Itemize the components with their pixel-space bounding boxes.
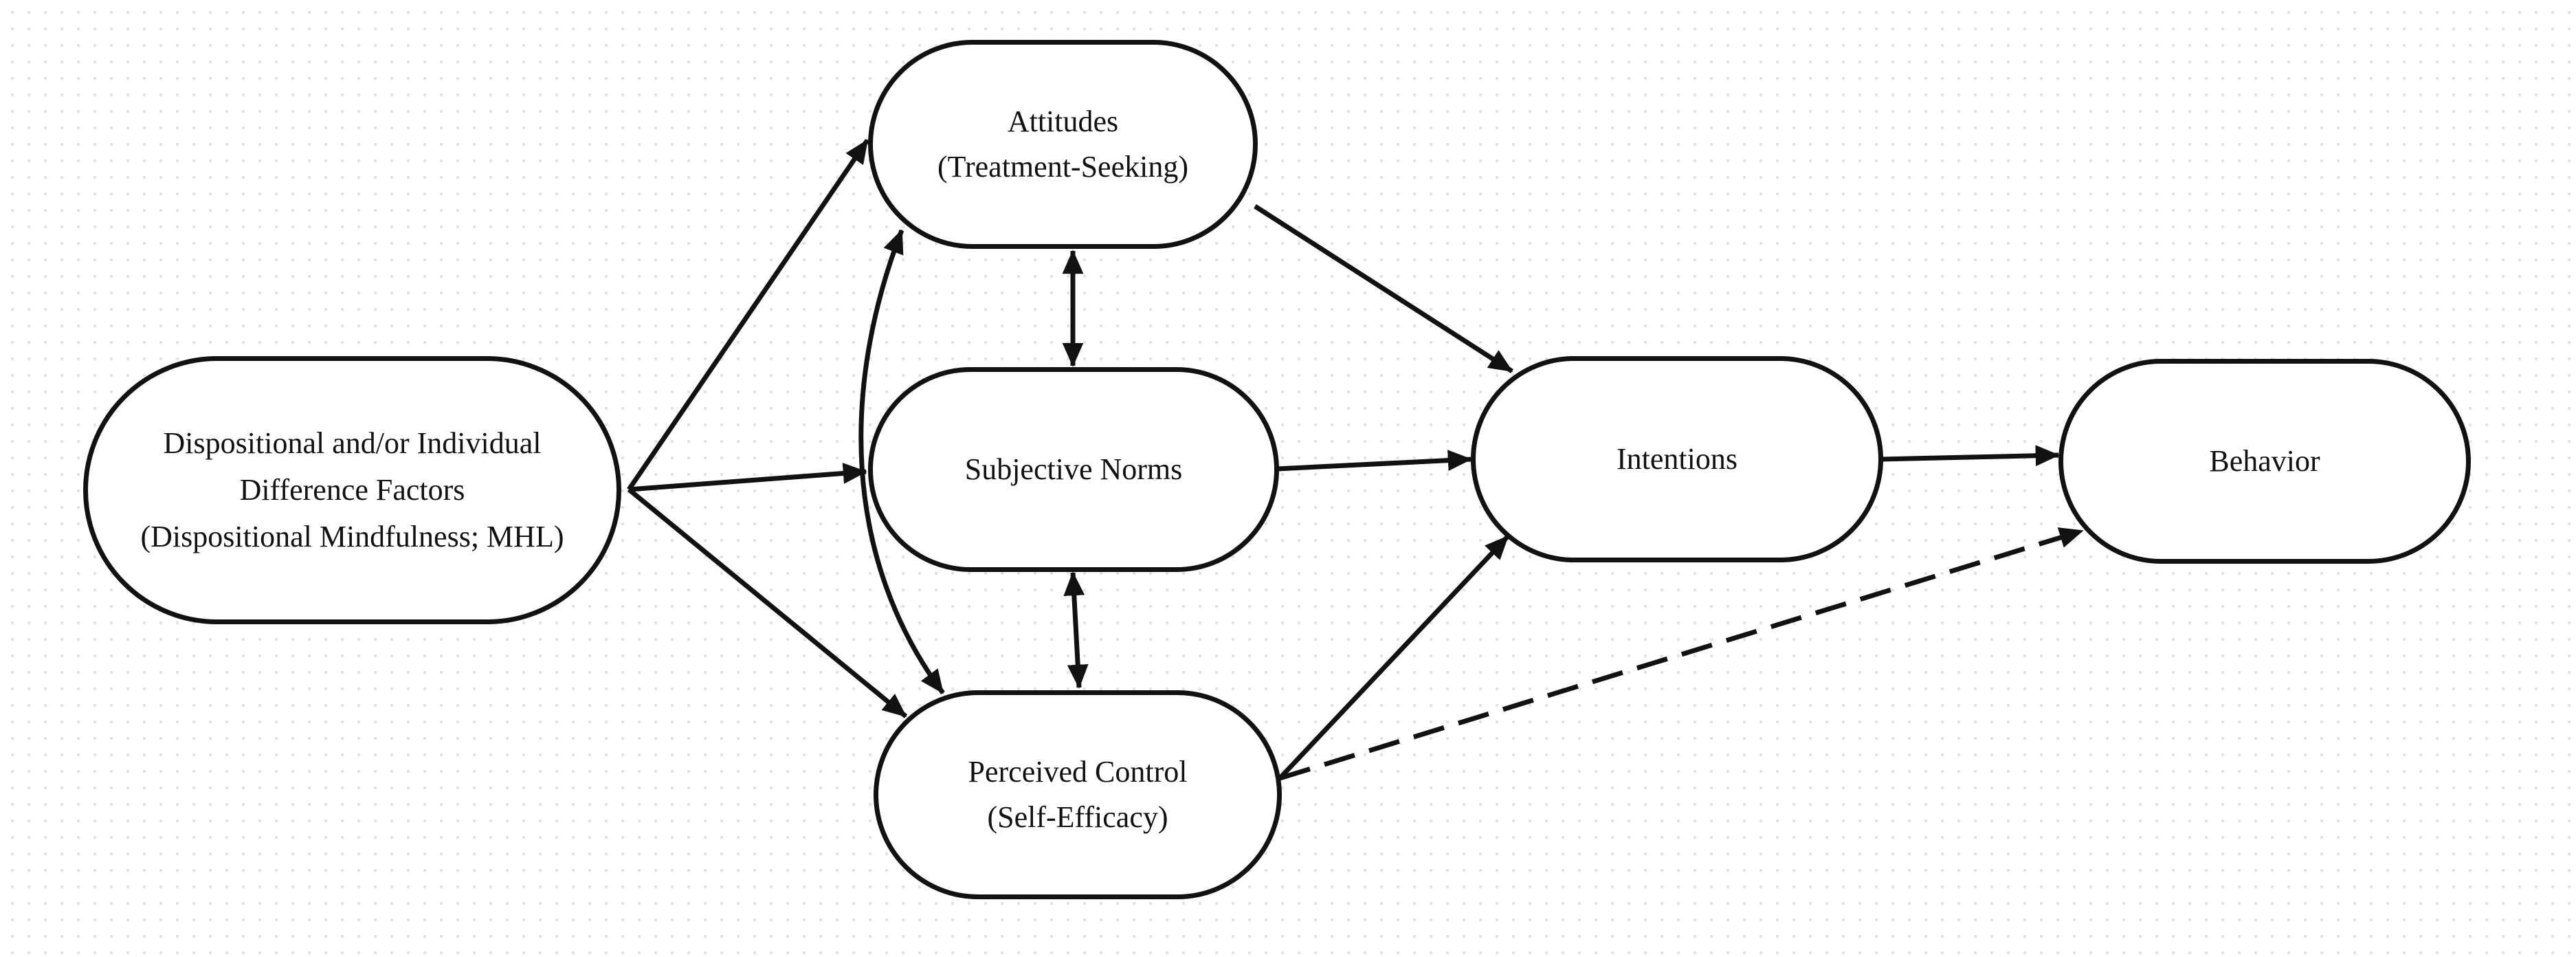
edge-factors-to-attitudes: [627, 139, 869, 491]
node-intentions-line-1: Intentions: [1617, 442, 1737, 476]
edge-intentions-to-behavior: [1880, 445, 2060, 467]
node-dispositional-factors-line-3: (Dispositional Mindfulness; MHL): [140, 520, 564, 553]
node-intentions: Intentions: [1471, 356, 1883, 562]
edge-control-to-behavior-dashed: [1278, 527, 2084, 781]
edge-norms-to-intentions: [1276, 450, 1472, 472]
edge-factors-to-norms: [628, 463, 867, 492]
node-attitudes-line-1: Attitudes: [1007, 104, 1119, 138]
node-subjective-norms-line-1: Subjective Norms: [964, 452, 1183, 486]
edge-attitudes-to-intentions: [1254, 204, 1513, 373]
node-dispositional-factors: Dispositional and/or Individual Differen…: [83, 356, 621, 624]
node-perceived-control-line-1: Perceived Control: [968, 755, 1188, 789]
node-subjective-norms: Subjective Norms: [868, 367, 1279, 572]
edge-factors-to-control: [627, 487, 908, 718]
node-attitudes: Attitudes (Treatment-Seeking): [868, 40, 1258, 249]
node-behavior-line-1: Behavior: [2209, 444, 2320, 478]
edge-norms-control-correlation: [1063, 571, 1089, 689]
node-perceived-control: Perceived Control (Self-Efficacy): [874, 690, 1282, 899]
edge-attitudes-control-correlation: [858, 229, 945, 695]
node-dispositional-factors-line-1: Dispositional and/or Individual: [163, 426, 542, 460]
node-perceived-control-line-2: (Self-Efficacy): [987, 800, 1168, 834]
node-behavior: Behavior: [2058, 359, 2471, 564]
node-attitudes-line-2: (Treatment-Seeking): [937, 150, 1188, 184]
edge-control-to-intentions: [1278, 534, 1510, 780]
node-dispositional-factors-line-2: Difference Factors: [239, 473, 465, 507]
